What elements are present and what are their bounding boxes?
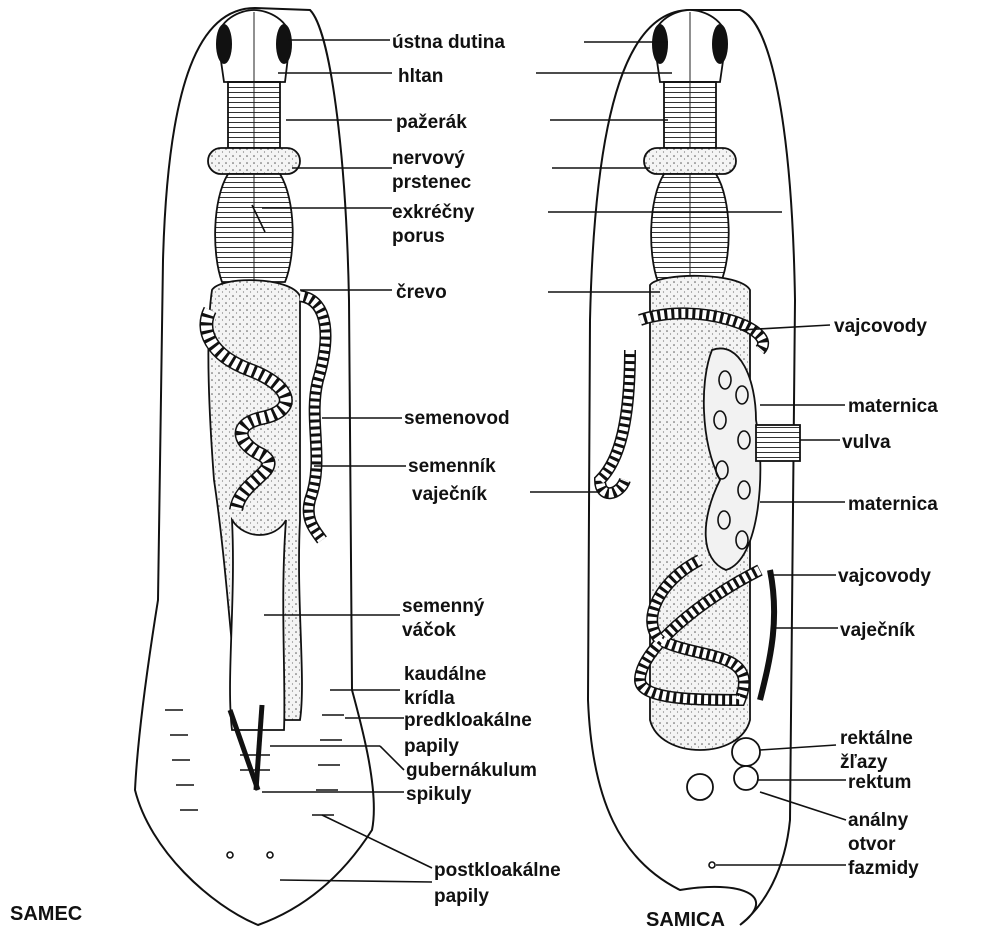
female-worm	[588, 10, 800, 925]
label-vas-deferens: semenovod	[404, 408, 510, 429]
label-excretory-pore-2: porus	[392, 226, 445, 247]
label-phasmids: fazmidy	[848, 858, 919, 879]
label-oviducts-lower: vajcovody	[838, 566, 931, 587]
female-title: SAMICA	[646, 909, 725, 931]
label-postcloacal-papillae-2: papily	[434, 886, 489, 907]
male-title: SAMEC	[10, 903, 82, 925]
label-postcloacal-papillae-1: postkloakálne	[434, 860, 561, 881]
label-esophagus: pažerák	[396, 112, 467, 133]
label-precloacal-papillae-2: papily	[404, 736, 459, 757]
label-intestine: črevo	[396, 282, 447, 303]
label-rectal-glands-2: žľazy	[840, 752, 888, 773]
label-nerve-ring-2: prstenec	[392, 172, 472, 193]
male-nerve-ring	[208, 148, 300, 174]
label-excretory-pore-1: exkréčny	[392, 202, 475, 223]
label-uterus-upper: maternica	[848, 396, 938, 417]
label-nerve-ring-1: nervový	[392, 148, 465, 169]
label-anus-2: otvor	[848, 834, 896, 855]
label-seminal-vesicle-1: semenný	[402, 596, 485, 617]
label-precloacal-papillae-1: predkloakálne	[404, 710, 532, 731]
label-seminal-vesicle-2: váčok	[402, 620, 456, 641]
label-ovary-female: vaječník	[840, 620, 915, 641]
label-spicules: spikuly	[406, 784, 472, 805]
label-caudal-alae-2: krídla	[404, 688, 455, 709]
label-ovary-center: vaječník	[412, 484, 487, 505]
male-seminal-vesicle	[230, 520, 286, 730]
label-rectum: rektum	[848, 772, 911, 793]
label-oviducts-upper: vajcovody	[834, 316, 927, 337]
label-anus-1: análny	[848, 810, 909, 831]
label-pharynx: hltan	[398, 66, 443, 87]
label-caudal-alae-1: kaudálne	[404, 664, 486, 685]
male-mouth-right	[276, 24, 292, 64]
label-gubernaculum: gubernákulum	[406, 760, 537, 781]
female-vulva	[756, 425, 800, 461]
label-oral-cavity: ústna dutina	[392, 32, 505, 53]
label-testis: semenník	[408, 456, 496, 477]
label-rectal-glands-1: rektálne	[840, 728, 913, 749]
male-mouth-left	[216, 24, 232, 64]
label-vulva: vulva	[842, 432, 891, 453]
female-nerve-ring	[644, 148, 736, 174]
label-uterus-lower: maternica	[848, 494, 938, 515]
